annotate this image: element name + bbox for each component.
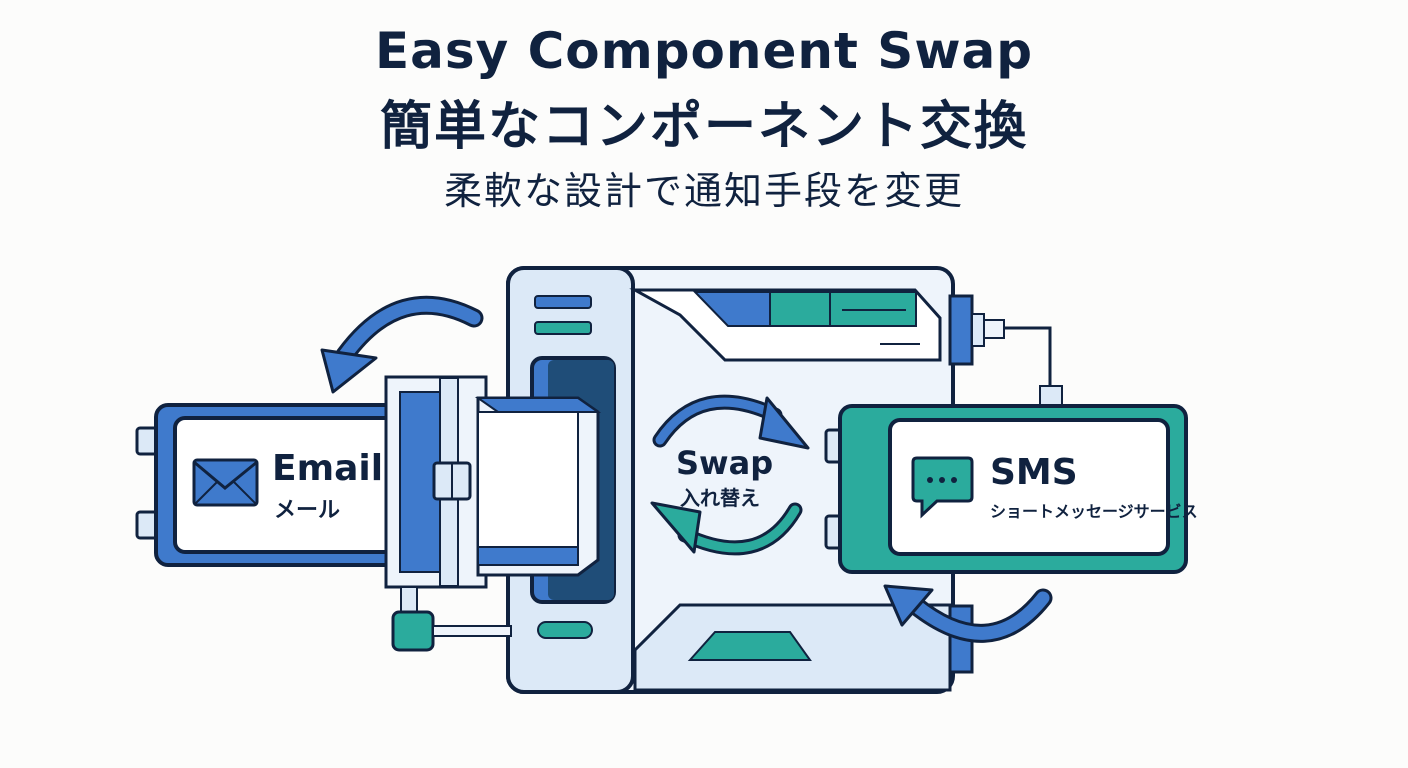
arrow-email-out-icon xyxy=(320,295,484,394)
swap-label: Swap xyxy=(676,444,774,482)
page-title: Easy Component Swap xyxy=(374,22,1034,80)
email-label-ja: メール xyxy=(274,498,341,523)
mounting-clamp xyxy=(384,375,602,652)
email-label: Email xyxy=(272,448,384,489)
chat-bubble-icon xyxy=(911,456,974,519)
swap-cycle-icon xyxy=(650,394,810,556)
envelope-icon xyxy=(192,458,259,507)
sms-label: SMS xyxy=(990,452,1078,493)
page-subtitle: 柔軟な設計で通知手段を変更 xyxy=(443,169,964,213)
sms-label-ja: ショートメッセージサービス xyxy=(990,502,1198,521)
swap-label-ja: 入れ替え xyxy=(680,486,760,510)
arrow-sms-in-icon xyxy=(883,584,1053,643)
sms-module xyxy=(824,404,1188,574)
page-title-ja: 簡単なコンポーネント交換 xyxy=(379,97,1028,157)
connector-wire xyxy=(1004,326,1063,407)
